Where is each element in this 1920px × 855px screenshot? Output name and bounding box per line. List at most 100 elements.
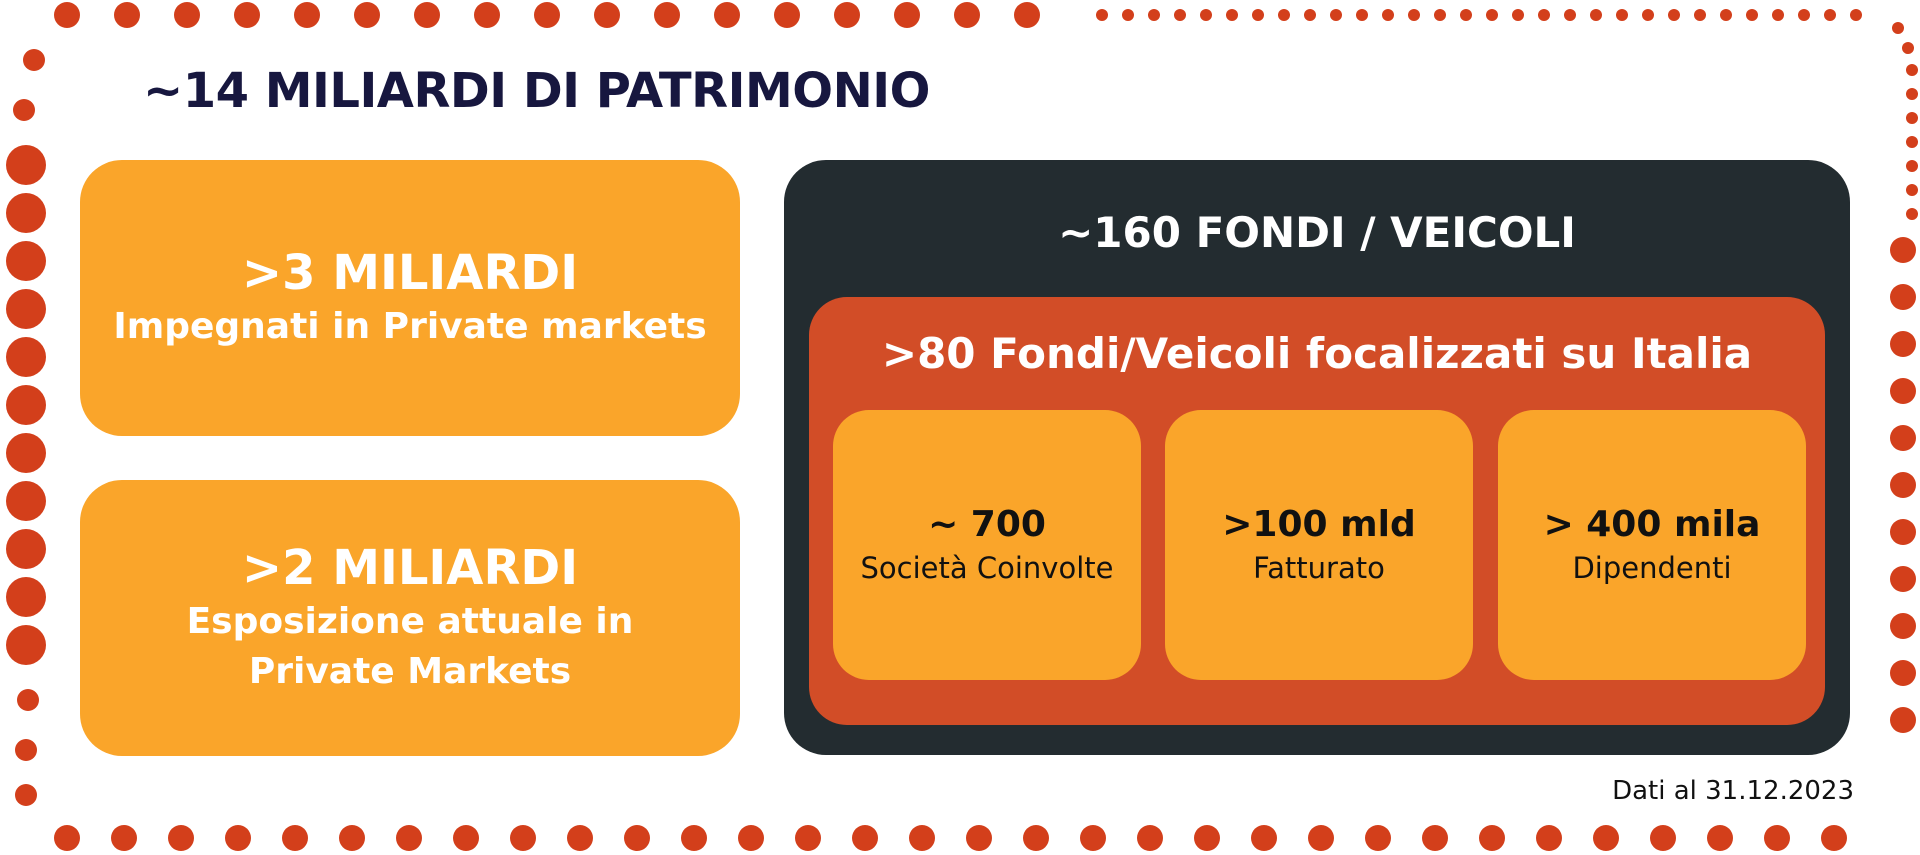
border-dot <box>1616 9 1628 21</box>
border-dot <box>354 2 380 28</box>
border-dot <box>1122 9 1134 21</box>
border-dot <box>1200 9 1212 21</box>
border-dot <box>1798 9 1810 21</box>
border-dot <box>1174 9 1186 21</box>
border-dot <box>1408 9 1420 21</box>
border-dot <box>1892 22 1904 34</box>
border-dot <box>1890 284 1916 310</box>
border-dot <box>738 825 764 851</box>
border-dot <box>1356 9 1368 21</box>
border-dot <box>1330 9 1342 21</box>
border-dot <box>1536 825 1562 851</box>
border-dot <box>6 193 46 233</box>
stat-value: >100 mld <box>1222 504 1416 545</box>
border-dot <box>654 2 680 28</box>
border-dot <box>966 825 992 851</box>
border-dot <box>1096 9 1108 21</box>
border-dot <box>624 825 650 851</box>
border-dot <box>1422 825 1448 851</box>
border-dot <box>1890 237 1916 263</box>
border-dot <box>174 2 200 28</box>
border-dot <box>1707 825 1733 851</box>
border-dot <box>453 825 479 851</box>
border-dot <box>1890 566 1916 592</box>
stat-value: ~ 700 <box>928 504 1046 545</box>
border-dot <box>1821 825 1847 851</box>
border-dot <box>1080 825 1106 851</box>
border-dot <box>1365 825 1391 851</box>
border-dot <box>1668 9 1680 21</box>
border-dot <box>1890 378 1916 404</box>
border-dot <box>1642 9 1654 21</box>
border-dot <box>1194 825 1220 851</box>
page-title: ~14 MILIARDI DI PATRIMONIO <box>143 63 930 119</box>
border-dot <box>111 825 137 851</box>
border-dot <box>1906 184 1918 196</box>
border-dot <box>6 385 46 425</box>
committed-card: >3 MILIARDI Impegnati in Private markets <box>80 160 740 436</box>
border-dot <box>1890 613 1916 639</box>
border-dot <box>1479 825 1505 851</box>
stat-value: > 400 mila <box>1543 504 1761 545</box>
border-dot <box>1434 9 1446 21</box>
stat-companies: ~ 700 Società Coinvolte <box>833 410 1141 680</box>
border-dot <box>1720 9 1732 21</box>
border-dot <box>23 49 45 71</box>
border-dot <box>1304 9 1316 21</box>
border-dot <box>474 2 500 28</box>
border-dot <box>234 2 260 28</box>
border-dot <box>510 825 536 851</box>
border-dot <box>1650 825 1676 851</box>
border-dot <box>1382 9 1394 21</box>
border-dot <box>567 825 593 851</box>
data-date-note: Dati al 31.12.2023 <box>1612 776 1854 806</box>
border-dot <box>1593 825 1619 851</box>
border-dot <box>54 825 80 851</box>
border-dot <box>6 433 46 473</box>
border-dot <box>1850 9 1862 21</box>
border-dot <box>1251 825 1277 851</box>
border-dot <box>17 689 39 711</box>
border-dot <box>6 577 46 617</box>
border-dot <box>1252 9 1264 21</box>
border-dot <box>1564 9 1576 21</box>
border-dot <box>1278 9 1290 21</box>
stat-label: Dipendenti <box>1572 551 1732 585</box>
border-dot <box>339 825 365 851</box>
border-dot <box>1538 9 1550 21</box>
funds-title: ~160 FONDI / VEICOLI <box>1058 208 1576 257</box>
border-dot <box>1746 9 1758 21</box>
border-dot <box>1906 88 1918 100</box>
border-dot <box>1902 42 1914 54</box>
border-dot <box>1772 9 1784 21</box>
border-dot <box>6 145 46 185</box>
border-dot <box>114 2 140 28</box>
border-dot <box>795 825 821 851</box>
border-dot <box>909 825 935 851</box>
border-dot <box>774 2 800 28</box>
exposure-value: >2 MILIARDI <box>241 540 579 596</box>
border-dot <box>1890 472 1916 498</box>
italy-funds-panel: >80 Fondi/Veicoli focalizzati su Italia … <box>809 297 1825 725</box>
border-dot <box>225 825 251 851</box>
border-dot <box>6 289 46 329</box>
border-dot <box>894 2 920 28</box>
border-dot <box>15 784 37 806</box>
border-dot <box>1906 112 1918 124</box>
border-dot <box>6 529 46 569</box>
border-dot <box>594 2 620 28</box>
border-dot <box>1906 64 1918 76</box>
border-dot <box>13 99 35 121</box>
border-dot <box>6 481 46 521</box>
border-dot <box>1694 9 1706 21</box>
border-dot <box>1226 9 1238 21</box>
border-dot <box>834 2 860 28</box>
committed-value: >3 MILIARDI <box>241 245 579 301</box>
border-dot <box>714 2 740 28</box>
stat-label: Fatturato <box>1253 551 1385 585</box>
border-dot <box>1824 9 1836 21</box>
border-dot <box>414 2 440 28</box>
border-dot <box>1014 2 1040 28</box>
stat-label: Società Coinvolte <box>860 551 1114 585</box>
